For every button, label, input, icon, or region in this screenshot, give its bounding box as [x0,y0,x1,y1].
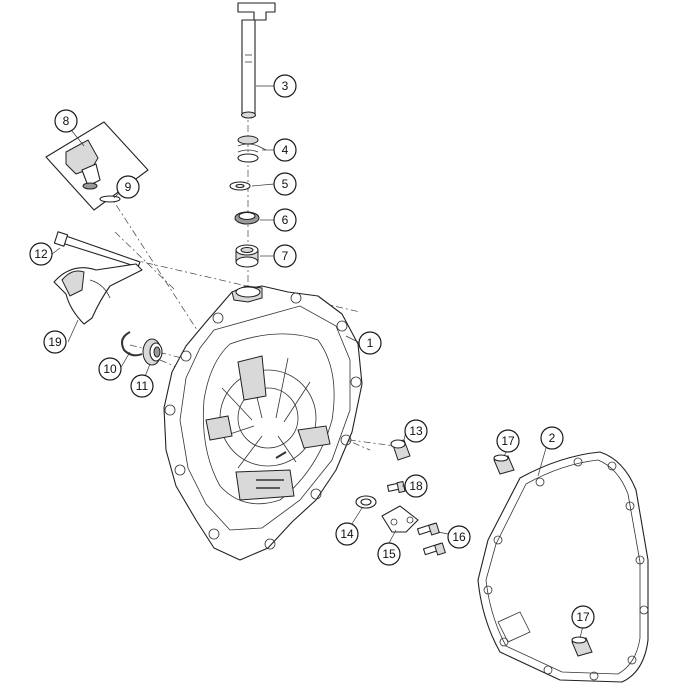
callout-3: 3 [273,74,297,98]
svg-text:9: 9 [125,180,132,194]
svg-text:14: 14 [340,527,354,541]
callout-11: 11 [130,374,154,398]
svg-text:11: 11 [136,379,149,393]
callout-8: 8 [54,109,78,133]
callout-5: 5 [273,172,297,196]
washer-part [229,181,251,191]
svg-text:1: 1 [367,336,374,350]
callout-18: 18 [404,474,428,498]
callout-9: 9 [116,175,140,199]
gasket-part [477,451,649,683]
svg-text:7: 7 [282,249,289,263]
o-ring-part [355,495,377,509]
svg-text:15: 15 [382,547,396,561]
bolts-part [416,522,446,556]
seal-ring-part [234,211,260,225]
bolt-and-bracket-group [53,231,143,325]
svg-text:3: 3 [282,79,289,93]
shift-shaft-part [237,2,276,119]
svg-text:17: 17 [501,434,515,448]
small-screw-part [386,480,406,494]
callout-13: 13 [404,419,428,443]
callout-16: 16 [447,525,471,549]
circlip-and-seal-group [121,331,163,366]
callout-17-lower: 17 [571,605,595,629]
spring-part [237,135,267,163]
needle-bearing-part [235,244,259,268]
retaining-plate-part [381,505,419,533]
svg-text:12: 12 [34,247,48,261]
callout-19: 19 [43,330,67,354]
callout-1: 1 [358,331,382,355]
svg-text:19: 19 [48,335,62,349]
callout-15: 15 [377,542,401,566]
svg-text:18: 18 [409,479,423,493]
svg-text:16: 16 [452,530,466,544]
callout-6: 6 [273,208,297,232]
plug-part [390,439,411,461]
svg-text:2: 2 [549,431,556,445]
callout-17-upper: 17 [496,429,520,453]
clutch-cover-part [163,285,363,561]
callout-12: 12 [29,242,53,266]
callout-7: 7 [273,244,297,268]
svg-text:5: 5 [282,177,289,191]
callout-2: 2 [540,426,564,450]
svg-text:8: 8 [63,114,70,128]
callout-4: 4 [273,138,297,162]
svg-text:6: 6 [282,213,289,227]
callout-10: 10 [98,357,122,381]
dowel-pins-part [493,454,593,657]
svg-text:4: 4 [282,143,289,157]
callout-14: 14 [335,522,359,546]
svg-text:13: 13 [409,424,423,438]
callouts: 1 2 3 4 5 6 7 8 9 10 11 12 13 14 15 16 1… [29,74,595,629]
svg-text:10: 10 [103,362,117,376]
svg-text:17: 17 [576,610,590,624]
